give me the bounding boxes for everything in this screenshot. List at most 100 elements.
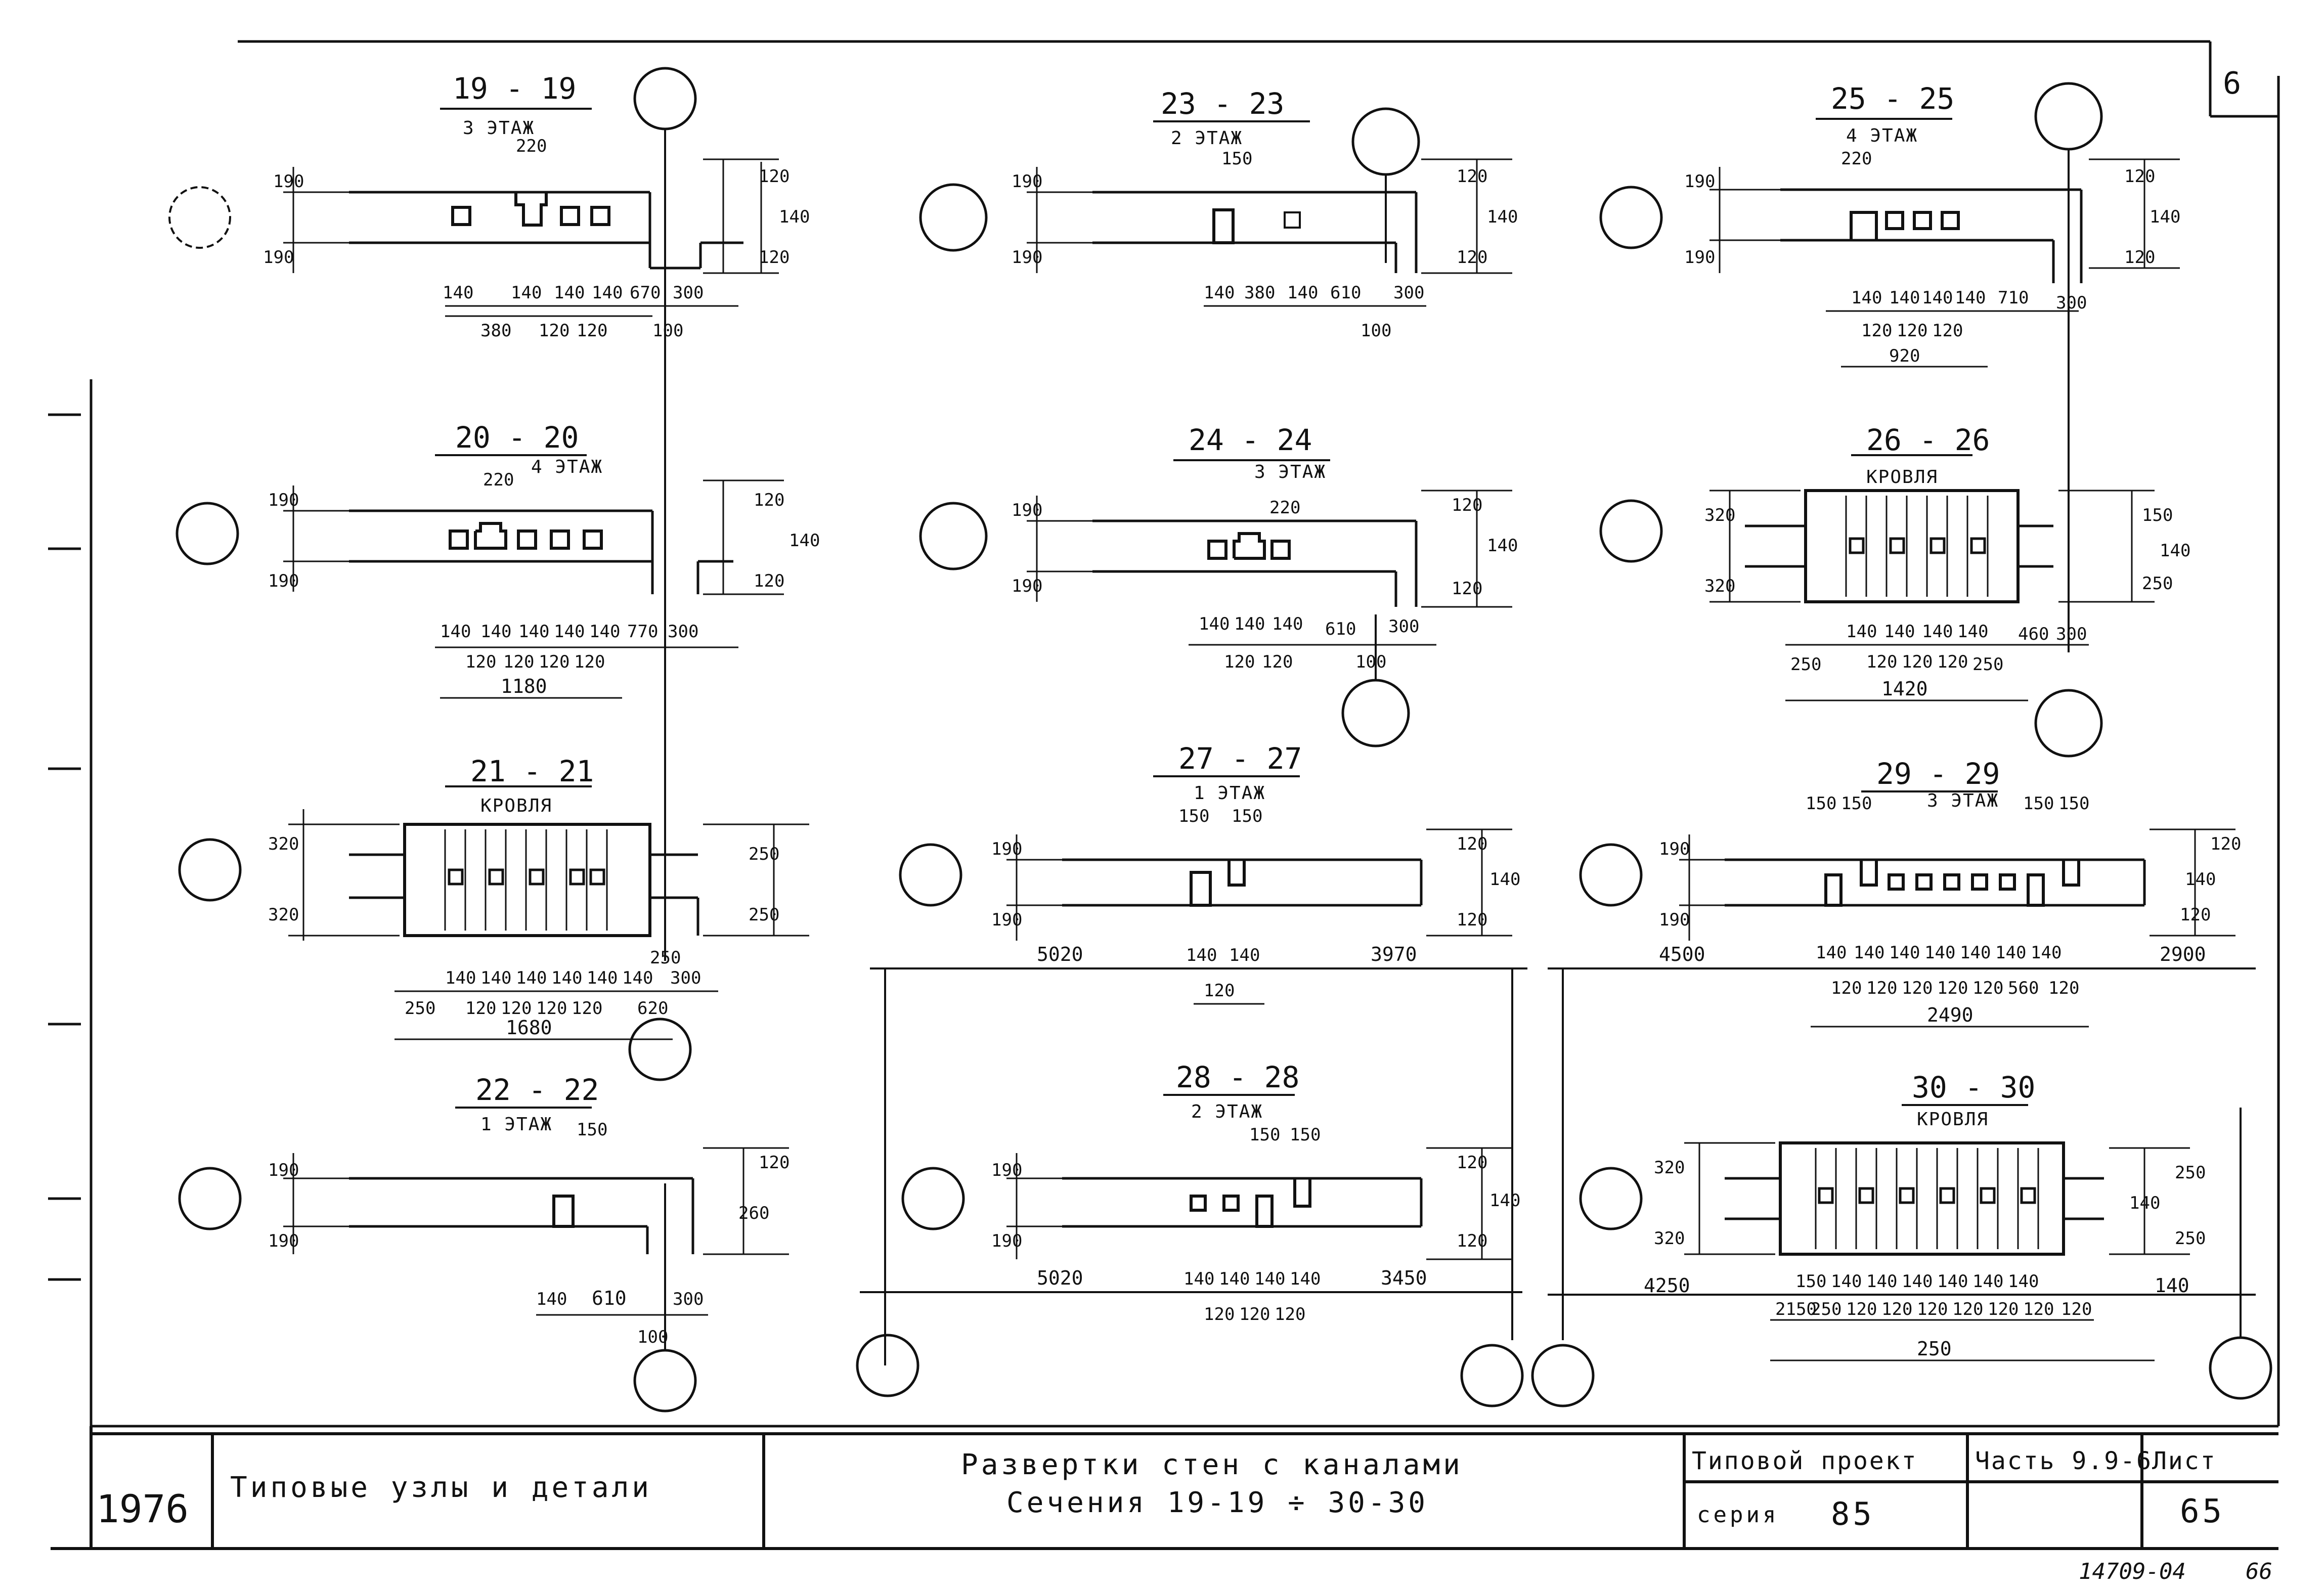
dim-label: 140 [1487,207,1518,227]
dim-label: 190 [1012,247,1042,268]
section-title: 20 - 20 [455,420,579,455]
section-26-26 [1599,454,2155,758]
section-title: 21 - 21 [470,754,594,788]
dim-label: 120 [1866,978,1897,998]
dim-label: 120 [503,652,534,672]
dim-label: 140 [1229,945,1260,965]
stamp-subject: Типовые узлы и детали [230,1471,652,1504]
dim-label: 120 [1897,321,1927,341]
dim-label: 120 [539,321,569,341]
dim-label: 250 [2142,573,2173,594]
dim-label: 140 [2155,1274,2189,1297]
dim-label: 140 [1972,1271,2003,1292]
dim-label: 220 [516,136,547,156]
dim-label: 140 [1922,622,1953,642]
dim-label: 190 [268,571,299,591]
dim-label: 250 [650,948,681,968]
dim-label: 120 [2180,905,2211,925]
stamp-year: 1976 [96,1486,189,1531]
dim-label: 300 [2056,624,2087,644]
dim-label: 140 [1884,622,1915,642]
dim-label: 190 [1012,171,1042,192]
dim-label: 140 [589,622,620,642]
floor-label: 3 ЭТАЖ [1254,462,1326,482]
dim-label: 140 [2031,943,2062,963]
dim-label: 2900 [2160,943,2206,965]
dim-label: 190 [1659,910,1690,930]
title-block [91,1432,2278,1549]
dim-label: 190 [1684,247,1715,268]
dim-label: 120 [754,490,784,510]
dim-label: 320 [268,834,299,854]
dim-label: 140 [480,622,511,642]
dim-label: 190 [273,171,304,192]
dim-label: 140 [480,968,511,988]
dim-label: 120 [1902,978,1933,998]
dim-label: 150 [2023,793,2054,814]
section-30-30 [1548,1104,2272,1400]
dim-label: 120 [1457,1153,1487,1173]
dim-label: 120 [2210,834,2241,854]
dim-label: 120 [1952,1299,1983,1319]
section-22-22 [178,1107,789,1413]
dim-label: 320 [1654,1228,1685,1249]
dim-label: 320 [1654,1158,1685,1178]
section-title: 19 - 19 [453,71,576,106]
section-21-21 [178,785,809,1081]
dim-label: 120 [1831,978,1862,998]
section-29-29 [1548,790,2256,1340]
dim-label: 120 [759,166,790,187]
dim-label: 120 [1866,652,1897,672]
dim-label: 1420 [1881,678,1928,700]
dim-label: 120 [1457,1231,1487,1251]
floor-label: КРОВЛЯ [1866,467,1938,488]
dim-label: 220 [1269,498,1300,518]
dim-label: 150 [1841,793,1872,814]
dim-label: 260 [738,1203,769,1223]
dim-label: 120 [1937,978,1968,998]
dim-label: 560 [2008,978,2039,998]
dim-label: 220 [1841,149,1872,169]
stamp-title-line1: Развертки стен с каналами [961,1448,1463,1481]
section-title: 30 - 30 [1912,1070,2035,1105]
floor-label: 4 ЭТАЖ [1846,125,1918,146]
dim-label: 140 [1199,614,1230,634]
section-title: 25 - 25 [1831,81,1954,116]
dim-label: 140 [1960,943,1991,963]
stamp-part: Часть 9.9-6 [1975,1447,2153,1475]
dim-label: 140 [779,207,810,227]
dim-label: 140 [1851,288,1882,308]
dim-label: 140 [1487,536,1518,556]
dim-label: 140 [445,968,476,988]
dim-label: 300 [670,968,701,988]
dim-label: 1180 [501,675,547,697]
dim-label: 120 [465,998,496,1019]
dim-label: 250 [1790,654,1821,675]
dim-label: 150 [1795,1271,1826,1292]
dim-label: 150 [1232,806,1262,826]
dim-label: 140 [1254,1269,1285,1289]
dim-label: 100 [652,321,683,341]
dim-label: 250 [1811,1299,1841,1319]
sheet-frame [51,40,2280,1550]
dim-label: 120 [1262,652,1293,672]
dim-label: 320 [1704,576,1735,596]
stamp-sheet-value: 65 [2180,1493,2225,1530]
dim-label: 250 [2175,1163,2206,1183]
dim-label: 140 [518,622,549,642]
dim-label: 120 [2048,978,2079,998]
dim-label: 140 [2185,869,2216,890]
stamp-series-value: 85 [1831,1495,1875,1532]
section-28-28 [856,1094,1595,1407]
section-19-19 [168,67,779,961]
dim-label: 120 [1224,652,1255,672]
section-24-24 [919,459,1512,747]
section-20-20 [176,454,784,699]
dim-label: 140 [1489,1190,1520,1211]
floor-label: 3 ЭТАЖ [463,118,535,139]
dim-label: 140 [1831,1271,1862,1292]
dim-label: 120 [536,998,567,1019]
dim-label: 120 [759,247,790,268]
dim-label: 120 [501,998,532,1019]
